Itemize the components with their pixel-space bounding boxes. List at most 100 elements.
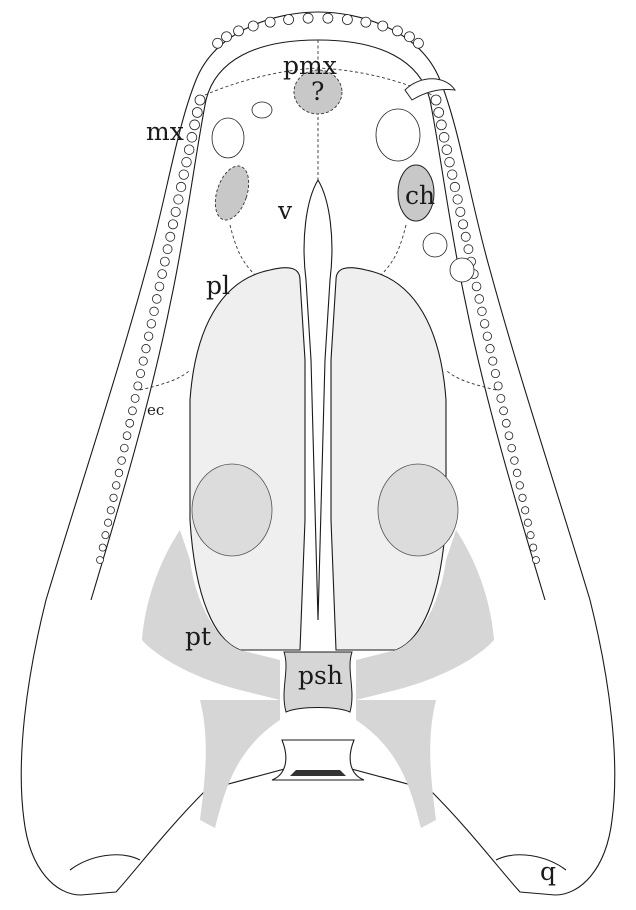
tooth-left-7 <box>176 182 185 191</box>
tooth-front-0 <box>213 38 223 48</box>
tooth-front-8 <box>342 15 352 25</box>
tooth-left-0 <box>195 95 205 105</box>
tooth-left-5 <box>182 157 192 167</box>
tooth-left-24 <box>131 394 139 402</box>
tooth-right-17 <box>478 307 487 316</box>
tooth-front-12 <box>404 32 414 42</box>
tooth-front-9 <box>361 17 371 27</box>
label-ch: ch <box>405 181 435 210</box>
tooth-left-19 <box>144 332 152 340</box>
fang-tooth-right-2 <box>423 233 447 257</box>
tooth-left-29 <box>118 457 126 465</box>
tooth-right-31 <box>516 482 523 489</box>
tooth-right-25 <box>500 407 508 415</box>
tooth-left-36 <box>99 544 106 551</box>
tooth-right-0 <box>431 95 441 105</box>
tooth-left-1 <box>192 107 202 117</box>
tooth-right-19 <box>483 332 491 340</box>
tooth-left-31 <box>112 482 119 489</box>
tooth-right-1 <box>434 107 444 117</box>
tooth-left-37 <box>97 557 104 564</box>
vacuity-left <box>190 268 305 650</box>
tooth-front-11 <box>392 26 402 36</box>
tooth-right-15 <box>472 282 481 291</box>
tooth-left-10 <box>168 220 177 229</box>
tooth-right-22 <box>491 369 499 377</box>
tooth-left-20 <box>142 344 150 352</box>
tooth-left-14 <box>158 270 167 279</box>
tooth-right-6 <box>447 170 457 180</box>
label-psh: psh <box>298 661 343 690</box>
fang-tooth-right-3 <box>450 258 474 282</box>
tooth-right-24 <box>497 394 505 402</box>
tooth-front-10 <box>378 21 388 31</box>
tooth-left-27 <box>123 432 131 440</box>
tooth-right-36 <box>530 544 537 551</box>
tooth-left-3 <box>187 132 197 142</box>
label-pl: pl <box>206 271 230 300</box>
tooth-front-2 <box>234 26 244 36</box>
tooth-right-29 <box>511 457 519 465</box>
tooth-left-25 <box>128 407 136 415</box>
tooth-left-2 <box>190 120 200 130</box>
tooth-right-27 <box>505 432 513 440</box>
tooth-right-11 <box>461 232 470 241</box>
fang-tooth-left-2 <box>252 102 272 118</box>
tooth-right-21 <box>489 357 497 365</box>
tooth-right-2 <box>436 120 446 130</box>
tooth-left-21 <box>139 357 147 365</box>
tooth-front-5 <box>284 15 294 25</box>
tooth-front-1 <box>222 32 232 42</box>
fang-tooth-left-1 <box>212 118 244 158</box>
tooth-right-23 <box>494 382 502 390</box>
tooth-right-33 <box>522 507 529 514</box>
vacuity-right <box>331 268 446 650</box>
tooth-front-13 <box>413 38 423 48</box>
label-q: q <box>540 857 556 886</box>
tooth-left-22 <box>136 369 144 377</box>
tooth-right-8 <box>453 195 462 204</box>
tooth-left-6 <box>179 170 189 180</box>
tooth-front-6 <box>303 13 313 23</box>
tooth-right-37 <box>533 557 540 564</box>
label-pmx: pmx <box>283 51 337 80</box>
label-mx: mx <box>146 117 184 146</box>
tooth-right-32 <box>519 494 526 501</box>
label-unknown: ? <box>311 77 324 106</box>
tooth-left-13 <box>160 257 169 266</box>
tooth-right-10 <box>458 220 467 229</box>
tooth-left-4 <box>184 145 194 155</box>
tooth-left-30 <box>115 469 123 477</box>
tooth-left-9 <box>171 207 180 216</box>
tooth-left-23 <box>134 382 142 390</box>
tooth-right-7 <box>450 182 459 191</box>
tooth-left-15 <box>155 282 164 291</box>
tooth-right-12 <box>464 245 473 254</box>
tooth-left-18 <box>147 320 156 329</box>
tooth-left-28 <box>120 444 128 452</box>
fenestra-right <box>378 464 458 556</box>
tooth-left-34 <box>104 519 111 526</box>
tooth-right-3 <box>439 132 449 142</box>
tooth-right-4 <box>442 145 452 155</box>
label-pt: pt <box>185 622 211 651</box>
tooth-right-20 <box>486 344 494 352</box>
tooth-right-5 <box>445 157 455 167</box>
tooth-front-7 <box>323 13 333 23</box>
tooth-left-33 <box>107 507 114 514</box>
label-ec: ec <box>147 401 164 419</box>
tooth-right-30 <box>513 469 521 477</box>
tooth-right-35 <box>527 532 534 539</box>
fang-tooth-right-1 <box>376 109 420 161</box>
fenestra-left <box>192 464 272 556</box>
tooth-left-32 <box>110 494 117 501</box>
tooth-left-11 <box>166 232 175 241</box>
tooth-front-4 <box>265 17 275 27</box>
tooth-right-18 <box>480 320 489 329</box>
tooth-left-16 <box>152 295 161 304</box>
label-v: v <box>277 196 293 225</box>
tooth-left-8 <box>174 195 183 204</box>
tooth-left-26 <box>126 419 134 427</box>
